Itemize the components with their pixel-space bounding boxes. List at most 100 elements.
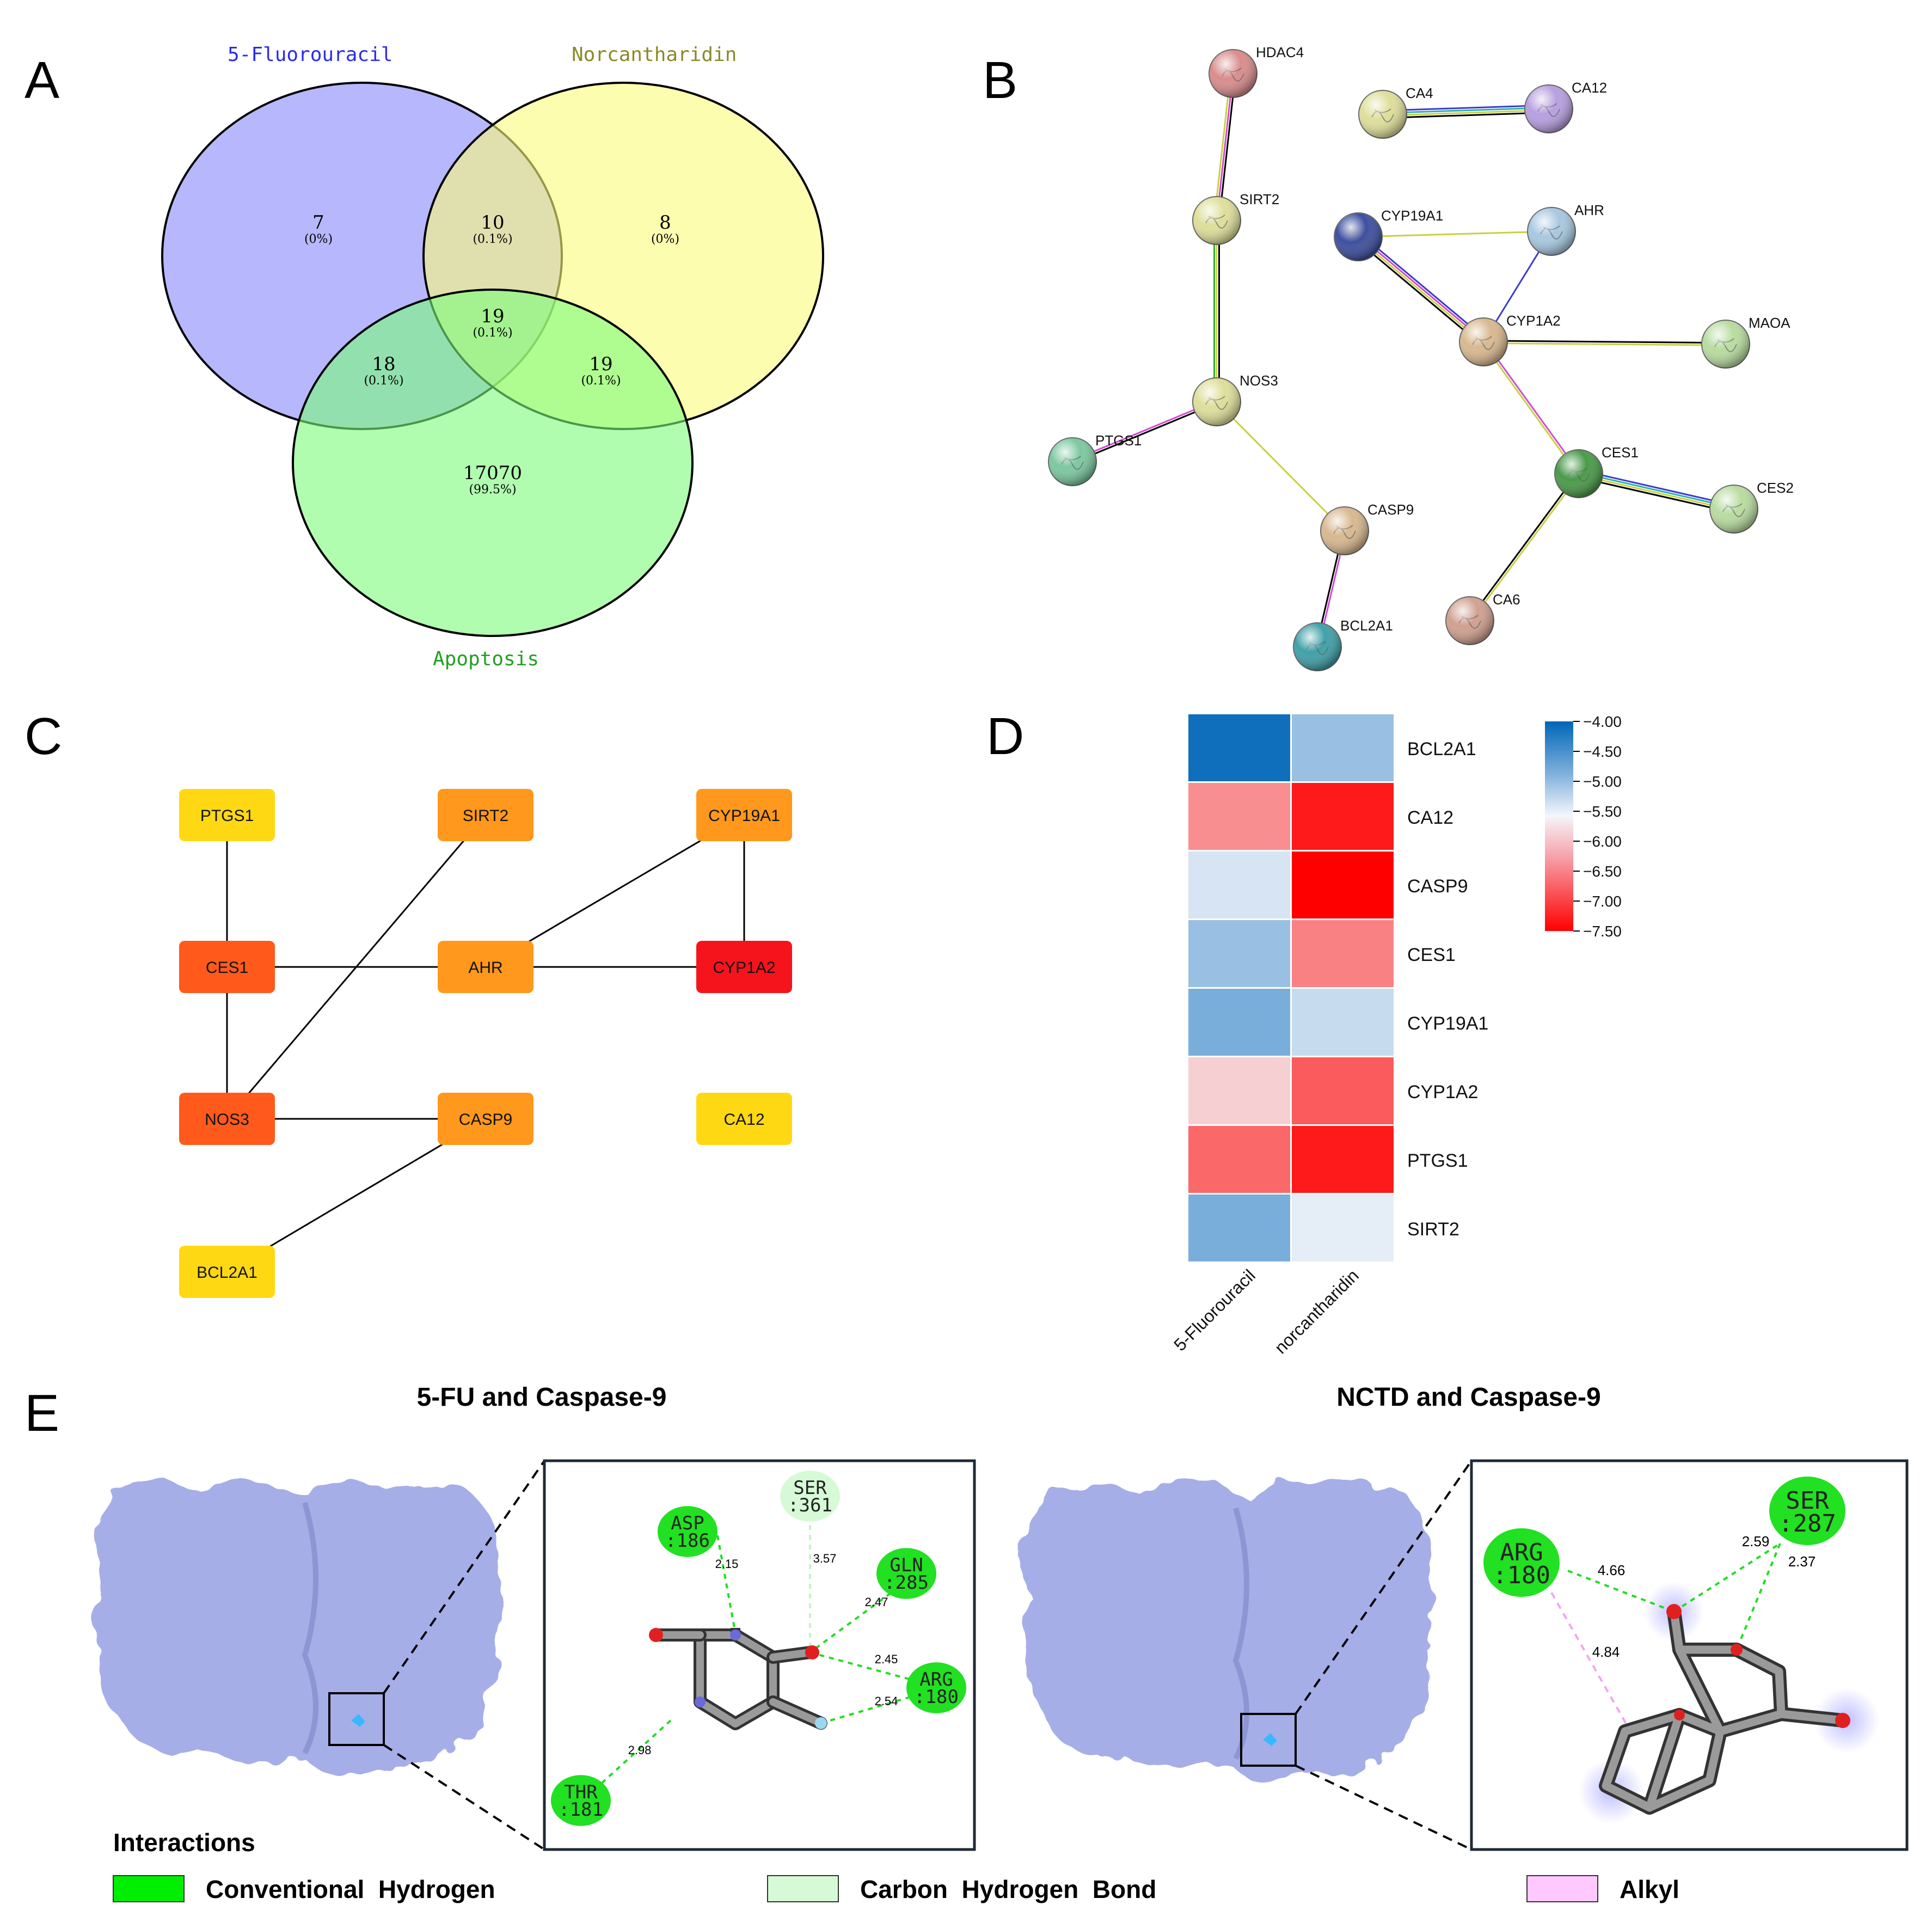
hub-node[interactable]: PTGS1	[179, 789, 275, 841]
residue-bubble: ASP:186	[658, 1506, 717, 1557]
string-node[interactable]: MAOA	[1701, 315, 1790, 369]
residue-bubble: ARG:180	[906, 1662, 966, 1713]
string-node[interactable]: HDAC4	[1209, 44, 1304, 98]
string-node[interactable]: PTGS1	[1048, 432, 1142, 486]
heatmap-cell	[1188, 783, 1290, 850]
string-edges	[1071, 73, 1735, 647]
docking-title-left: 5-FU and Caspase-9	[417, 1383, 667, 1412]
venn-region-pct: (0.1%)	[581, 374, 621, 388]
heatmap: BCL2A1CA12CASP9CES1CYP19A1CYP1A2PTGS1SIR…	[1170, 714, 1488, 1357]
heatmap-row-label: CYP1A2	[1407, 1082, 1478, 1103]
hub-node[interactable]: AHR	[438, 941, 533, 993]
string-node-label: HDAC4	[1256, 44, 1304, 60]
distance-label: 4.66	[1598, 1562, 1626, 1578]
legend-label: Conventional Hydrogen	[206, 1875, 495, 1903]
colorbar-gradient	[1545, 721, 1573, 931]
string-edge	[1468, 472, 1581, 622]
protein-surface-left	[95, 1479, 502, 1777]
string-node-label: CA12	[1572, 79, 1607, 96]
hub-node-label: CYP1A2	[713, 959, 775, 977]
venn-region-count: 7	[312, 212, 324, 234]
string-edge	[1216, 401, 1346, 532]
venn-circles	[161, 82, 824, 637]
venn-region-pct: (0.1%)	[473, 232, 512, 246]
residue-name: SER	[793, 1477, 827, 1499]
heatmap-row-label: CES1	[1407, 945, 1456, 965]
venn-region-pct: (0.1%)	[364, 374, 403, 388]
colorbar-tick-label: −4.00	[1583, 713, 1622, 730]
venn-region-count: 19	[481, 305, 504, 327]
distance-label: 4.84	[1592, 1644, 1620, 1660]
string-node-label: CYP19A1	[1381, 207, 1443, 224]
heatmap-row-label: CASP9	[1407, 876, 1468, 897]
residue-name: ARG	[919, 1669, 953, 1691]
string-node-label: CYP1A2	[1506, 313, 1561, 329]
string-edge	[1578, 469, 1735, 514]
heatmap-cell	[1292, 852, 1394, 918]
residue-bubble: SER:361	[780, 1471, 840, 1522]
colorbar-tick-label: −6.50	[1583, 863, 1622, 880]
venn-region-pct: (99.5%)	[469, 483, 516, 497]
string-node[interactable]: NOS3	[1192, 372, 1278, 426]
string-node-label: MAOA	[1749, 315, 1790, 331]
hub-node[interactable]: CES1	[179, 941, 275, 993]
venn-region-count: 8	[659, 212, 671, 234]
hub-node[interactable]: CASP9	[438, 1093, 533, 1145]
heatmap-col-label: norcantharidin	[1271, 1265, 1363, 1357]
string-edge	[1358, 230, 1552, 238]
venn-region-count: 19	[589, 353, 612, 375]
heatmap-cell	[1292, 783, 1394, 850]
string-edge	[1483, 340, 1726, 346]
hub-node[interactable]: NOS3	[179, 1093, 275, 1145]
string-node[interactable]: CYP1A2	[1459, 313, 1561, 366]
venn-label-apoptosis: Apoptosis	[433, 648, 539, 670]
residue-name: ASP	[671, 1512, 704, 1534]
string-node[interactable]: CYP19A1	[1334, 207, 1443, 261]
venn-region-count: 17070	[463, 462, 522, 484]
string-node[interactable]: CES2	[1709, 480, 1794, 534]
heatmap-row-label: BCL2A1	[1407, 739, 1476, 760]
residue-name: THR	[564, 1781, 598, 1803]
string-node-label: SIRT2	[1240, 191, 1279, 207]
colorbar-tick-label: −7.00	[1583, 893, 1622, 910]
string-node[interactable]: CASP9	[1320, 501, 1414, 555]
string-node-label: CA4	[1406, 85, 1433, 101]
hub-node[interactable]: CYP1A2	[696, 941, 792, 993]
hub-node[interactable]: CA12	[696, 1093, 792, 1145]
string-node[interactable]: CA6	[1445, 591, 1520, 645]
binding-site-box-left	[328, 1692, 385, 1746]
panel-label-e: E	[24, 1384, 59, 1442]
hub-node[interactable]: CYP19A1	[696, 789, 792, 841]
string-node[interactable]: AHR	[1527, 202, 1604, 256]
string-node[interactable]: CA12	[1524, 79, 1607, 133]
residue-number: :186	[665, 1530, 710, 1552]
string-node[interactable]: BCL2A1	[1293, 617, 1393, 671]
string-node[interactable]: SIRT2	[1192, 191, 1279, 245]
panel-d: D BCL2A1CA12CASP9CES1CYP19A1CYP1A2PTGS1S…	[986, 707, 1622, 1357]
heatmap-cell	[1292, 920, 1394, 987]
venn-label-fluorouracil: 5-Fluorouracil	[228, 44, 392, 66]
colorbar-tick-label: −4.50	[1583, 743, 1622, 760]
hub-edges	[226, 814, 745, 1273]
string-node[interactable]: CES1	[1554, 444, 1639, 498]
string-node[interactable]: CA4	[1358, 85, 1433, 139]
heatmap-cell	[1292, 1126, 1394, 1193]
distance-label: 2.45	[875, 1652, 898, 1666]
hub-node[interactable]: SIRT2	[438, 789, 533, 841]
hub-node[interactable]: BCL2A1	[179, 1246, 275, 1298]
string-node-label: CA6	[1493, 591, 1520, 608]
residue-bubble: THR:181	[551, 1775, 611, 1826]
colorbar-tick-label: −5.50	[1583, 803, 1622, 820]
venn-circle-apoptosis	[292, 289, 694, 637]
venn-region-pct: (0.1%)	[473, 326, 512, 340]
hub-node-label: NOS3	[205, 1111, 249, 1129]
heatmap-row-label: PTGS1	[1407, 1150, 1468, 1171]
distance-label: 2.37	[1788, 1553, 1816, 1570]
